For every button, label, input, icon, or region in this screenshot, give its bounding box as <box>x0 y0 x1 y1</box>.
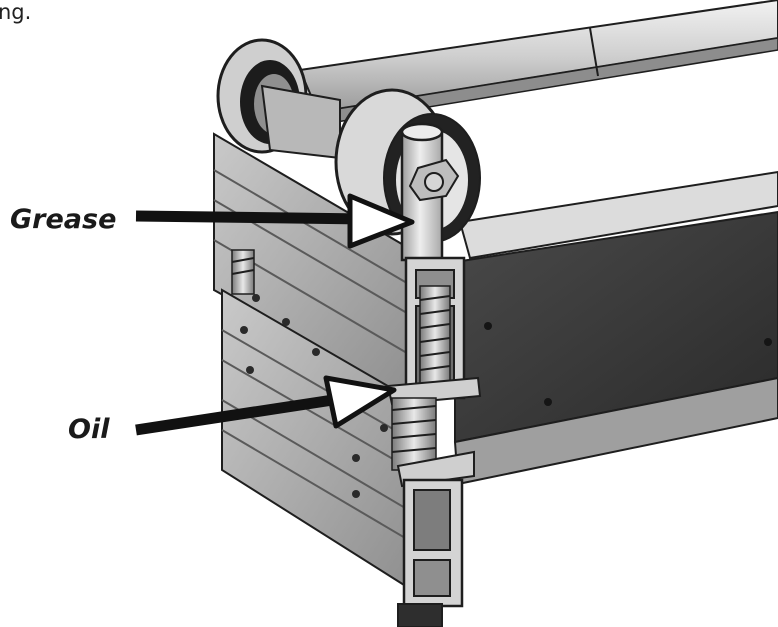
side-frame <box>213 132 413 592</box>
lower-spring <box>391 397 437 471</box>
grease-label: Grease <box>10 204 117 235</box>
oil-arrow <box>135 375 397 436</box>
base-panel <box>453 210 778 486</box>
leg-upright <box>386 256 482 627</box>
upper-spring <box>419 285 451 387</box>
oil-label: Oil <box>68 414 110 445</box>
lower-right-rail <box>458 170 778 260</box>
pivot-post <box>400 122 460 262</box>
top-text-fragment: ng. <box>0 0 32 24</box>
rear-wheel <box>216 38 341 160</box>
rear-spring <box>231 249 255 295</box>
grease-arrow <box>135 193 415 249</box>
